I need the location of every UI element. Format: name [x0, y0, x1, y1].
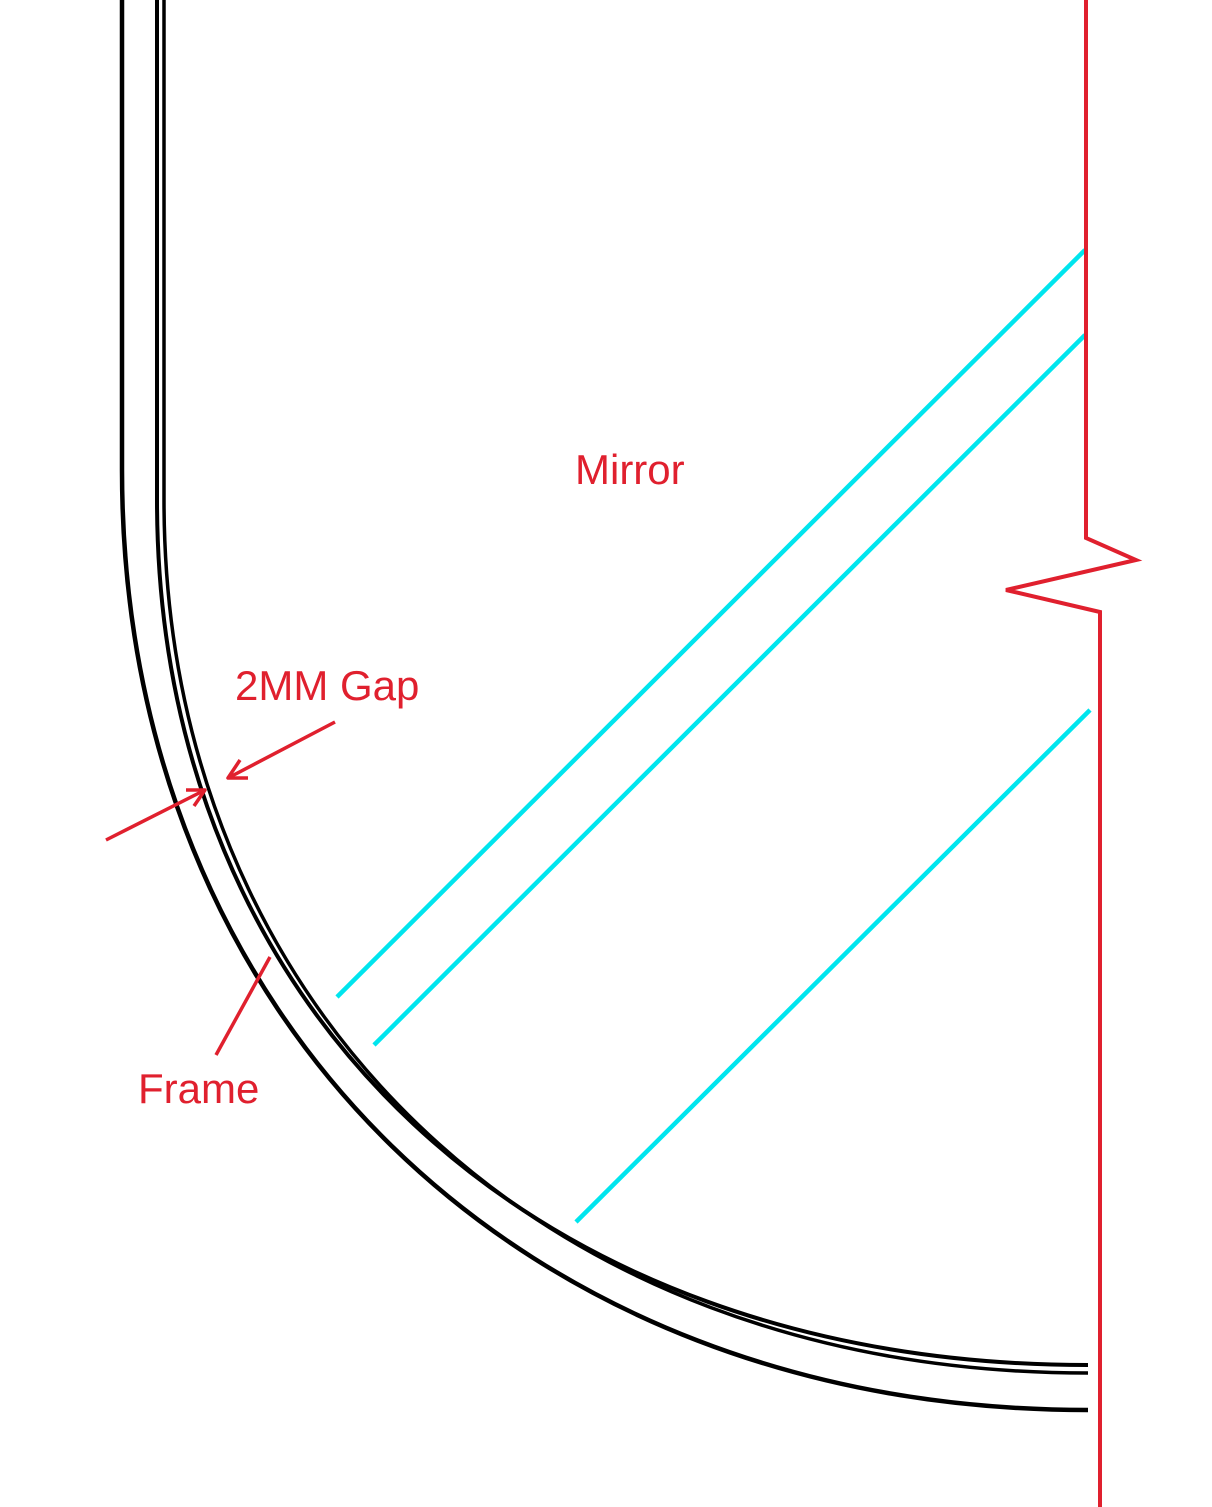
frame-inner-edge-second: [162, 0, 1089, 1375]
frame-label: Frame: [138, 1065, 259, 1112]
frame-outer-edge: [119, 0, 1089, 1413]
gap-arrow-lower-shaft: [105, 788, 206, 842]
reflection-line-1: [335, 248, 1087, 999]
reflection-line-2: [372, 333, 1087, 1047]
gap-arrow-upper-shaft: [227, 720, 336, 780]
mirror-label: Mirror: [575, 446, 685, 493]
break-line: [1005, 0, 1143, 1507]
reflection-line-3: [574, 708, 1092, 1224]
frame-leader-line: [214, 956, 272, 1056]
gap-arrow-lower-head: [186, 788, 207, 807]
gap-label: 2MM Gap: [235, 662, 419, 709]
frame-inner-edge: [155, 0, 1089, 1367]
gap-arrow-upper-head: [226, 759, 248, 780]
